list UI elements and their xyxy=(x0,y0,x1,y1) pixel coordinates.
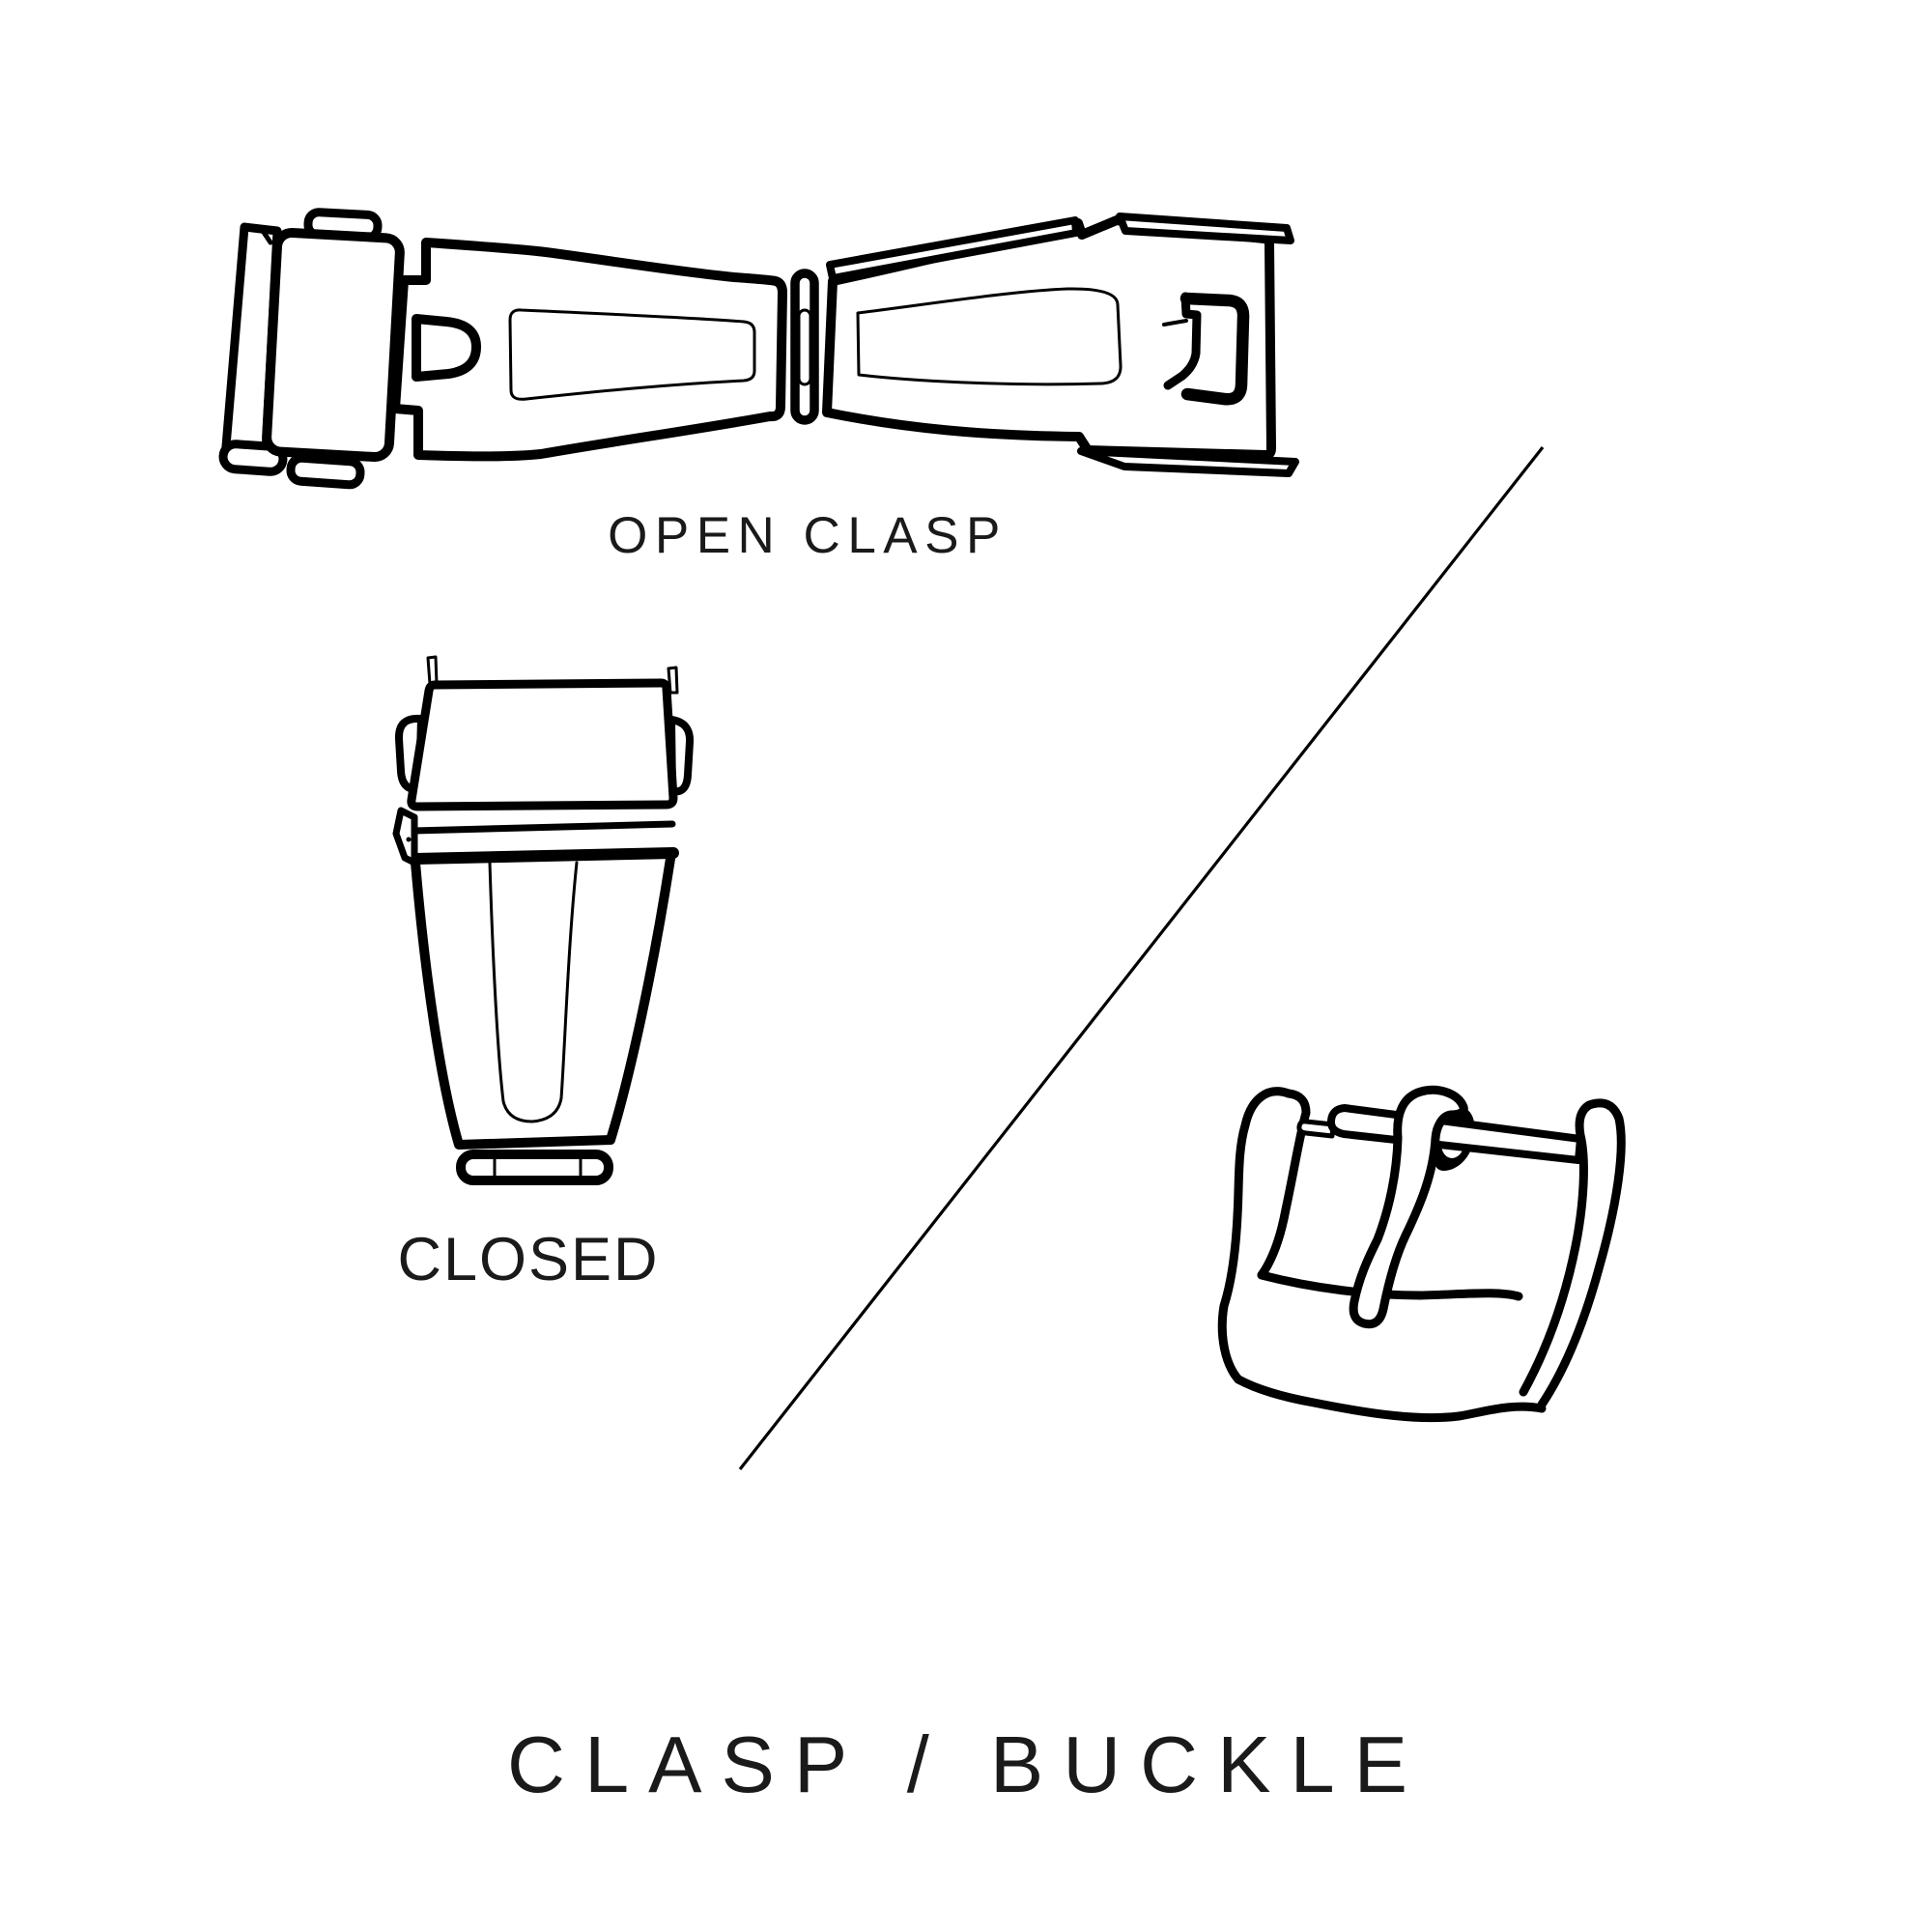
svg-text:CLOSED: CLOSED xyxy=(397,1226,659,1293)
svg-text:CLASP / BUCKLE: CLASP / BUCKLE xyxy=(507,1719,1427,1809)
svg-text:OPEN CLASP: OPEN CLASP xyxy=(608,507,1008,564)
